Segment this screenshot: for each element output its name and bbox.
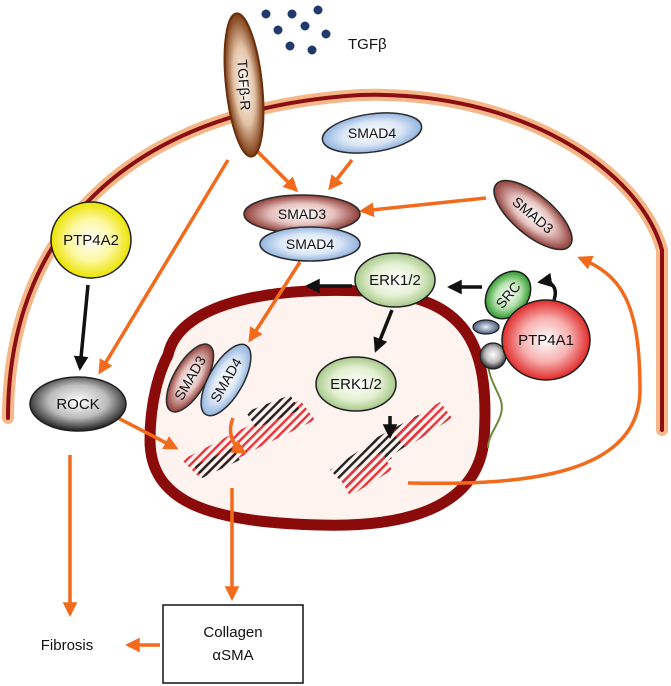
cell-membrane (2, 88, 668, 436)
smad3-complex-label: SMAD3 (278, 206, 326, 222)
erk-nucleus: ERK1/2 (315, 356, 397, 412)
tgfb-receptor-label: TGFβ-R (234, 59, 254, 111)
tgfb-label: TGFβ (348, 36, 387, 53)
erk-cytoplasm-label: ERK1/2 (369, 272, 421, 289)
ptp4a2-label: PTP4A2 (63, 232, 119, 249)
arrow-receptor-to-rock (98, 159, 230, 375)
fibrosis-label: Fibrosis (41, 637, 94, 654)
smad4-cytoplasm: SMAD4 (321, 112, 423, 154)
arrows (62, 146, 642, 653)
erk-nucleus-label: ERK1/2 (330, 376, 382, 393)
arrow-ptp4a1-to-src (537, 272, 557, 301)
tgfb-receptor: TGFβ-R (223, 12, 265, 158)
arrow-erk-to-nucleus (373, 309, 394, 353)
anchor-small-oval (472, 319, 500, 335)
arrow-ptp4a2-to-rock (73, 284, 90, 371)
ptp4a2: PTP4A2 (50, 201, 132, 279)
smad3-right: SMAD3 (493, 179, 573, 251)
collagen-label: Collagen (203, 624, 262, 641)
ptp4a1: PTP4A1 (501, 299, 591, 381)
arrow-dna-to-smad3 (407, 255, 642, 486)
smad3-smad4-complex: SMAD3 SMAD4 (243, 194, 361, 262)
asma-label: αSMA (212, 647, 253, 664)
arrow-receptor-to-smad3 (252, 146, 299, 193)
arrow-smad-to-dna (228, 417, 247, 454)
rock-label: ROCK (56, 396, 99, 413)
arrow-smad3-right-to-complex (359, 196, 487, 218)
smad4-cytoplasm-label: SMAD4 (348, 125, 396, 141)
src: SRC (484, 270, 532, 320)
arrow-rock-to-dna (117, 416, 179, 450)
ptp4a1-label: PTP4A1 (518, 332, 574, 349)
rock: ROCK (29, 376, 127, 432)
erk-cytoplasm: ERK1/2 (354, 252, 436, 308)
collagen-asma-box: Collagen αSMA (162, 604, 304, 684)
dna-strand-right (330, 402, 452, 496)
tgfb-ligand-dots (261, 5, 331, 55)
arrow-complex-to-nucleus (248, 261, 302, 343)
smad4-complex-label: SMAD4 (286, 236, 334, 252)
arrow-smad4-to-smad3 (328, 158, 354, 191)
